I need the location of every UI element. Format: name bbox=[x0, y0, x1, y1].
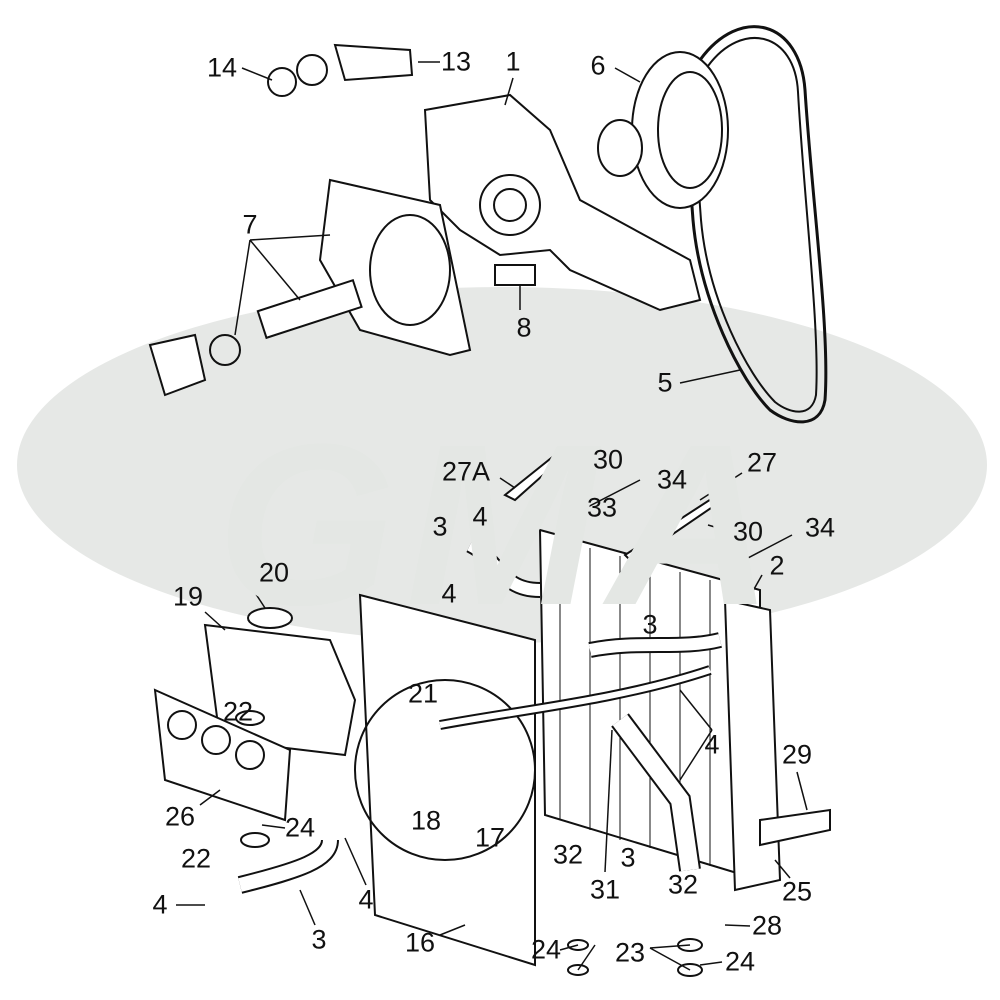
impeller bbox=[148, 333, 207, 397]
bearing-shaft bbox=[256, 279, 363, 340]
part-label-32: 32 bbox=[552, 839, 584, 870]
part-label-24: 24 bbox=[284, 812, 316, 843]
radiator-tank bbox=[723, 598, 782, 892]
brackets bbox=[503, 453, 732, 564]
part-label-30: 30 bbox=[732, 516, 764, 547]
tank-bracket bbox=[153, 688, 292, 822]
part-label-29: 29 bbox=[781, 739, 813, 770]
part-label-4: 4 bbox=[472, 501, 488, 532]
support-bar bbox=[759, 808, 831, 847]
part-label-3: 3 bbox=[432, 511, 448, 542]
part-label-32: 32 bbox=[667, 869, 699, 900]
part-label-21: 21 bbox=[407, 678, 439, 709]
watermark-logo: GMA bbox=[216, 396, 784, 653]
part-label-19: 19 bbox=[172, 581, 204, 612]
part-label-34: 34 bbox=[804, 512, 836, 543]
part-label-31: 31 bbox=[589, 874, 621, 905]
part-label-2: 2 bbox=[769, 550, 785, 581]
part-label-24: 24 bbox=[530, 934, 562, 965]
fan-cowl bbox=[358, 593, 536, 967]
water-pump bbox=[423, 93, 702, 312]
part-label-23: 23 bbox=[614, 937, 646, 968]
part-label-4: 4 bbox=[358, 884, 374, 915]
fan-belt bbox=[685, 25, 828, 424]
part-label-8: 8 bbox=[516, 312, 532, 343]
part-label-3: 3 bbox=[642, 609, 658, 640]
part-label-30: 30 bbox=[592, 444, 624, 475]
part-label-22: 22 bbox=[180, 843, 212, 874]
leader-lines bbox=[176, 61, 808, 971]
part-label-34: 34 bbox=[656, 464, 688, 495]
part-label-18: 18 bbox=[410, 805, 442, 836]
thermostat-housing bbox=[333, 43, 414, 82]
part-label-27a: 27A bbox=[441, 456, 491, 487]
part-label-4: 4 bbox=[152, 889, 168, 920]
part-label-4: 4 bbox=[704, 729, 720, 760]
part-label-24: 24 bbox=[724, 946, 756, 977]
part-label-25: 25 bbox=[781, 876, 813, 907]
part-label-14: 14 bbox=[206, 52, 238, 83]
part-label-3: 3 bbox=[311, 924, 327, 955]
part-label-6: 6 bbox=[590, 50, 606, 81]
part-label-26: 26 bbox=[164, 801, 196, 832]
part-label-22: 22 bbox=[222, 696, 254, 727]
part-label-4: 4 bbox=[441, 578, 457, 609]
part-label-1: 1 bbox=[505, 46, 521, 77]
part-label-20: 20 bbox=[258, 557, 290, 588]
filler-cap bbox=[247, 607, 293, 629]
part-label-33: 33 bbox=[586, 492, 618, 523]
part-label-5: 5 bbox=[657, 367, 673, 398]
part-label-27: 27 bbox=[746, 447, 778, 478]
part-label-28: 28 bbox=[751, 910, 783, 941]
hub bbox=[597, 119, 643, 177]
part-label-13: 13 bbox=[440, 46, 472, 77]
part-label-16: 16 bbox=[404, 927, 436, 958]
part-label-17: 17 bbox=[474, 822, 506, 853]
part-label-3: 3 bbox=[620, 842, 636, 873]
part-label-7: 7 bbox=[242, 209, 258, 240]
